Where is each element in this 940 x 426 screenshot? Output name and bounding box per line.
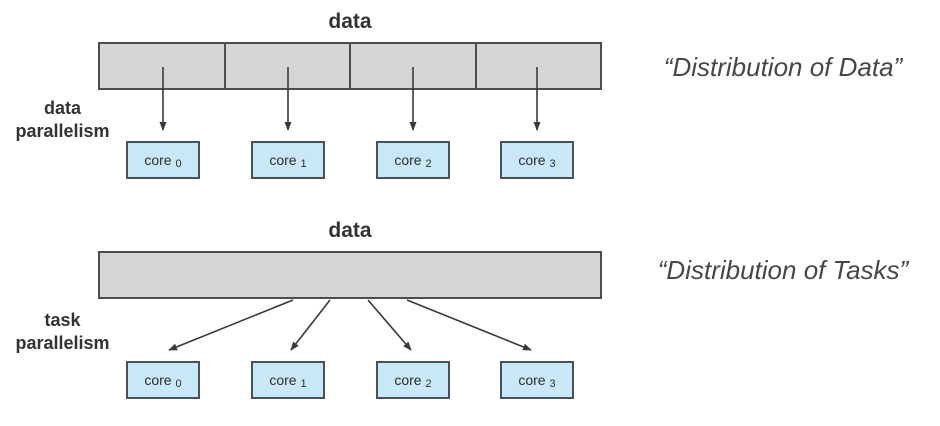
data-label-top: data xyxy=(328,10,372,33)
core-index: 0 xyxy=(175,378,182,390)
core-label: core xyxy=(394,372,422,388)
data-segment-1 xyxy=(223,44,350,88)
core-label: core xyxy=(144,152,172,168)
core-label: core xyxy=(144,372,172,388)
arrow-data-to-core0 xyxy=(168,299,294,351)
side-label-line-1: task xyxy=(44,310,81,330)
core-index: 1 xyxy=(300,158,307,170)
arrow-data-to-core1 xyxy=(290,299,331,351)
core-index: 2 xyxy=(425,158,432,170)
core-label: core xyxy=(518,372,546,388)
side-label-data-parallelism: data parallelism xyxy=(5,97,120,143)
data-bar-segmented xyxy=(98,42,602,90)
core-label: core xyxy=(269,152,297,168)
data-segment-2 xyxy=(349,44,475,88)
core-label: core xyxy=(518,152,546,168)
data-segment-3 xyxy=(474,44,601,88)
data-segment-0 xyxy=(100,44,224,88)
data-segment-whole xyxy=(100,253,600,297)
side-label-line-1: data xyxy=(43,98,81,118)
core-label: core xyxy=(394,152,422,168)
side-label-line-2: parallelism xyxy=(15,121,110,141)
caption-distribution-of-data: “Distribution of Data” xyxy=(663,52,903,82)
core-index: 2 xyxy=(425,378,432,390)
core-index: 3 xyxy=(549,378,556,390)
arrow-data-to-core3 xyxy=(406,299,532,351)
caption-distribution-of-tasks: “Distribution of Tasks” xyxy=(657,255,909,285)
data-bar-solid xyxy=(98,251,602,299)
core-index: 0 xyxy=(175,158,182,170)
core-label: core xyxy=(269,372,297,388)
core-index: 3 xyxy=(549,158,556,170)
arrow-data-to-core2 xyxy=(367,299,412,351)
side-label-task-parallelism: task parallelism xyxy=(5,309,120,355)
side-label-line-2: parallelism xyxy=(15,333,110,353)
data-label-bottom: data xyxy=(328,219,372,242)
core-index: 1 xyxy=(300,378,307,390)
